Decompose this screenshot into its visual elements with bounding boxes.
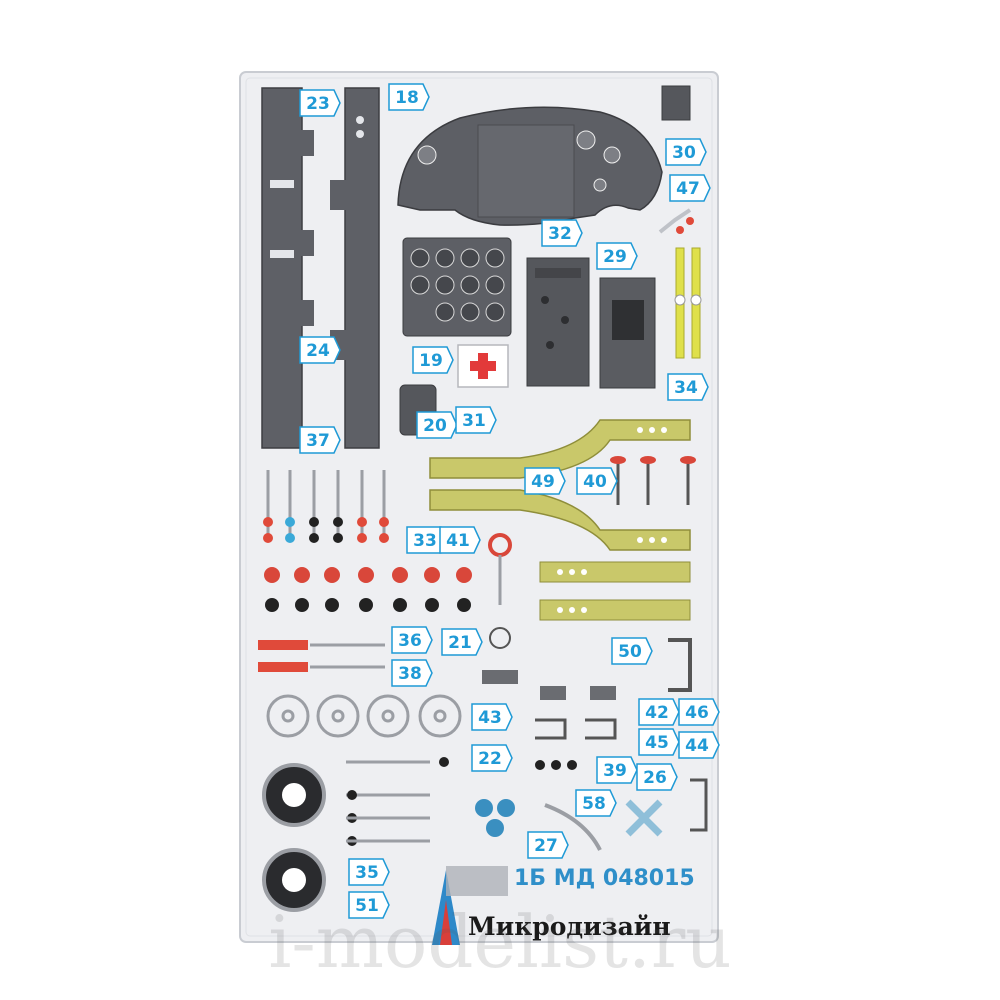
- part-number-label: 51: [355, 896, 379, 916]
- part-wheels: [266, 694, 462, 738]
- part-number-label: 45: [645, 733, 669, 753]
- part-side-panel: [526, 257, 656, 389]
- part-small-bracket: [661, 85, 691, 121]
- part-number-label: 44: [685, 736, 709, 756]
- part-label-tag: [348, 891, 390, 919]
- part-number-label: 20: [423, 416, 447, 436]
- part-number-label: 43: [478, 708, 502, 728]
- part-short-levers: [346, 757, 449, 846]
- part-label-tag: [348, 858, 390, 886]
- part-number-label: 50: [618, 642, 642, 662]
- obscured-name-block: [446, 866, 508, 896]
- part-label-tag: [439, 526, 481, 554]
- part-yellow-clips: [658, 208, 702, 359]
- part-misc-small: [475, 627, 708, 851]
- part-number-label: 49: [531, 472, 555, 492]
- part-instrument-panel: [397, 106, 663, 226]
- part-label-tag: [412, 346, 454, 374]
- part-number-label: 30: [672, 143, 696, 163]
- part-label-tag: [541, 219, 583, 247]
- part-red-pins: [610, 456, 696, 505]
- part-nuts-rows: [264, 567, 472, 612]
- part-number-label: 42: [645, 703, 669, 723]
- part-levers-row: [263, 470, 389, 543]
- part-red-bars: [258, 640, 385, 672]
- part-label-tag: [596, 756, 638, 784]
- part-label-tag: [299, 426, 341, 454]
- part-label-tag: [455, 406, 497, 434]
- sheet-code: 1Б МД 048015: [514, 866, 695, 891]
- brand-name: Микродизайн: [468, 912, 671, 941]
- part-label-tag: [575, 789, 617, 817]
- part-label-tag: [669, 174, 711, 202]
- part-number-label: 18: [395, 88, 419, 108]
- part-label-tag: [678, 731, 720, 759]
- part-number-label: 38: [398, 664, 422, 684]
- part-number-labels: 23 18 30 47 32 29 24 19 34 20 31 37 49 40 33 41 36 21 50 38…: [299, 83, 720, 919]
- part-number-label: 37: [306, 431, 330, 451]
- part-dials: [262, 763, 326, 912]
- part-number-label: 46: [685, 703, 709, 723]
- part-label-tag: [638, 698, 680, 726]
- part-label-tag: [524, 467, 566, 495]
- part-label-tag: [416, 411, 458, 439]
- part-label-tag: [636, 763, 678, 791]
- part-first-aid-box: [457, 344, 509, 388]
- part-number-label: 41: [446, 531, 470, 551]
- part-number-label: 36: [398, 631, 422, 651]
- part-label-tag: [611, 637, 653, 665]
- part-number-label: 22: [478, 749, 502, 769]
- brand-logo: [432, 870, 460, 945]
- part-label-tag: [441, 628, 483, 656]
- part-number-label: 29: [603, 247, 627, 267]
- part-label-tag: [391, 659, 433, 687]
- part-rail-right: [330, 87, 380, 449]
- part-number-label: 58: [582, 794, 606, 814]
- part-label-tag: [471, 703, 513, 731]
- part-number-label: 23: [306, 94, 330, 114]
- part-number-label: 27: [534, 836, 558, 856]
- part-number-label: 33: [413, 531, 437, 551]
- part-number-label: 26: [643, 768, 667, 788]
- part-number-label: 39: [603, 761, 627, 781]
- part-number-label: 47: [676, 179, 700, 199]
- part-label-tag: [299, 336, 341, 364]
- part-label-tag: [527, 831, 569, 859]
- part-number-label: 32: [548, 224, 572, 244]
- part-gauge-panel: [402, 237, 512, 337]
- part-label-tag: [678, 698, 720, 726]
- part-label-tag: [638, 728, 680, 756]
- part-number-label: 35: [355, 863, 379, 883]
- part-label-tag: [299, 89, 341, 117]
- part-label-tag: [576, 467, 618, 495]
- part-number-label: 19: [419, 351, 443, 371]
- part-rail-left: [261, 87, 314, 449]
- part-red-key: [488, 533, 512, 605]
- part-number-label: 21: [448, 633, 472, 653]
- part-label-tag: [665, 138, 707, 166]
- part-label-tag: [391, 626, 433, 654]
- part-number-label: 40: [583, 472, 607, 492]
- part-number-label: 34: [674, 378, 698, 398]
- part-label-tag: [388, 83, 430, 111]
- part-label-tag: [667, 373, 709, 401]
- part-number-label: 24: [306, 341, 330, 361]
- part-label-tag: [596, 242, 638, 270]
- part-label-tag: [471, 744, 513, 772]
- part-number-label: 31: [462, 411, 486, 431]
